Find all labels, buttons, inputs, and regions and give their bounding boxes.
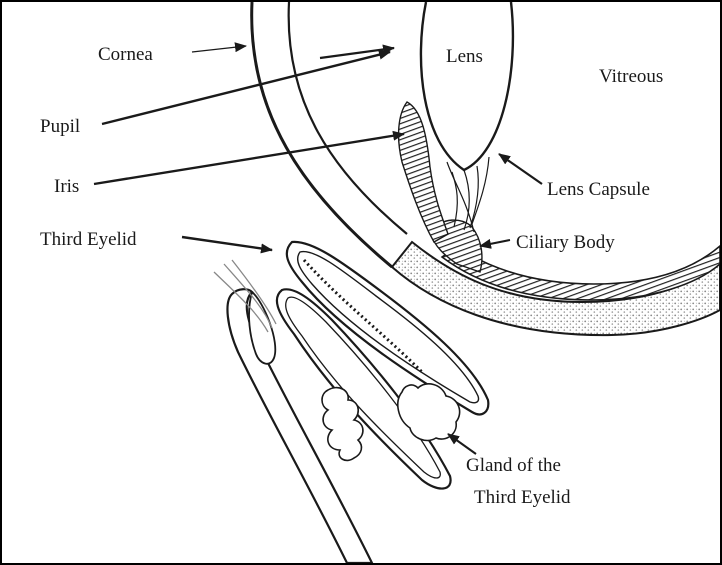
label-gland-line2: Third Eyelid [474, 487, 571, 508]
third-eyelid-pointer [182, 237, 272, 250]
label-gland-line1: Gland of the [466, 455, 561, 476]
ciliary-body-pointer [480, 240, 510, 246]
cornea-inner [289, 2, 407, 234]
iris-pointer [94, 134, 404, 184]
label-cornea: Cornea [98, 44, 153, 65]
label-ciliary-body: Ciliary Body [516, 232, 615, 253]
cornea-outer [252, 2, 392, 267]
lens [421, 2, 513, 170]
cornea-pointer [192, 46, 246, 52]
label-lens: Lens [446, 46, 483, 67]
lens-capsule-pointer [499, 154, 542, 184]
gland-pointer [448, 434, 476, 454]
label-vitreous: Vitreous [599, 66, 663, 87]
label-third-eyelid: Third Eyelid [40, 229, 137, 250]
label-iris: Iris [54, 176, 79, 197]
label-pupil: Pupil [40, 116, 80, 137]
label-lens-capsule: Lens Capsule [547, 179, 650, 200]
